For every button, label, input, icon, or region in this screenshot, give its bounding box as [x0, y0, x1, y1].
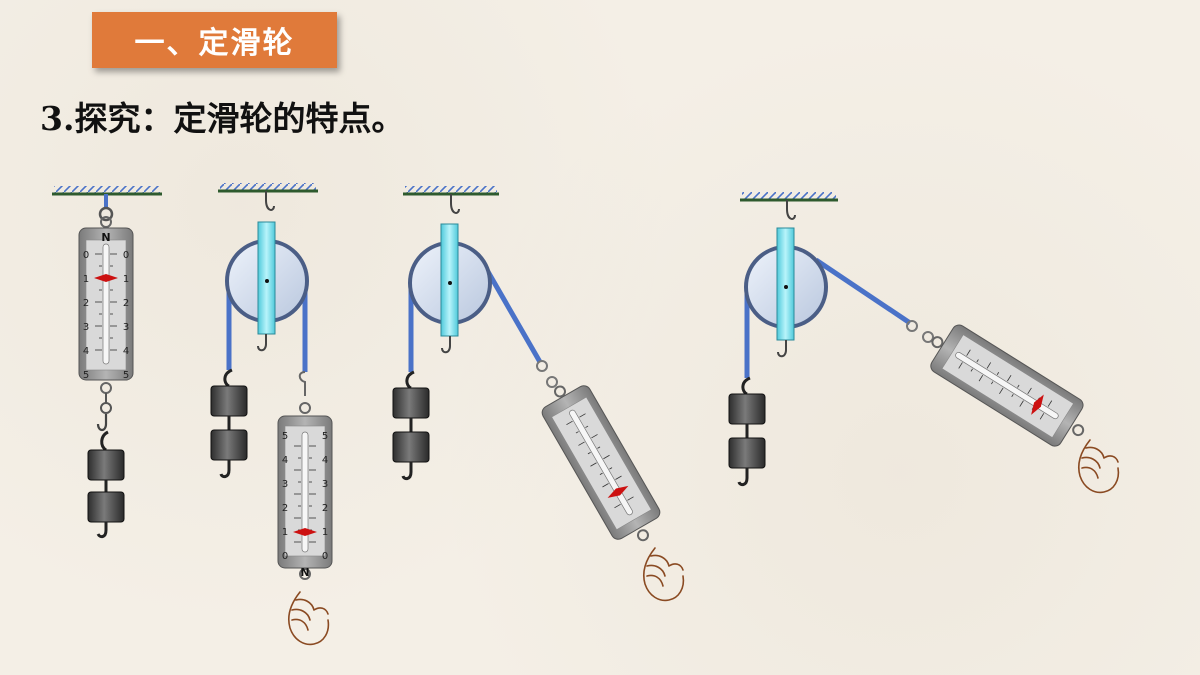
ring: [98, 206, 114, 222]
hand: [1077, 439, 1120, 494]
scale-tick-labels: 0 1 2 3 4 5 0 1 2 3 4 5: [83, 250, 129, 381]
svg-text:4: 4: [282, 455, 288, 466]
ceiling-hatch: [220, 183, 316, 191]
spring-scale: [917, 315, 1098, 457]
svg-text:1: 1: [322, 527, 328, 538]
hand: [287, 591, 330, 646]
pulley-bottom-hook: [441, 336, 451, 354]
svg-text:0: 0: [83, 250, 89, 261]
pulley-axle: [776, 227, 795, 341]
weight-2: [210, 429, 248, 461]
ceiling-hatch: [405, 186, 497, 194]
weight-1: [87, 449, 125, 481]
svg-text:0: 0: [123, 250, 129, 261]
section-banner: 一、定滑轮: [92, 12, 337, 68]
svg-text:4: 4: [123, 346, 129, 357]
svg-text:0: 0: [282, 551, 288, 562]
setup-pulley-shallow: [728, 192, 1120, 494]
setup-pulley-angled: [392, 186, 685, 602]
svg-text:4: 4: [322, 455, 328, 466]
hanger-hook: [786, 200, 796, 220]
weight-2: [392, 431, 430, 463]
svg-text:4: 4: [83, 346, 89, 357]
svg-text:5: 5: [322, 431, 328, 442]
svg-text:3: 3: [282, 479, 288, 490]
scale-pointer: [1031, 394, 1044, 415]
scale-tick-labels: 0 1 2 3 4 5 0 1 2 3 4 5: [282, 431, 328, 562]
weight-1: [728, 393, 766, 425]
scale-unit-label: N: [300, 566, 309, 579]
svg-text:1: 1: [83, 274, 89, 285]
hand: [642, 547, 685, 602]
ceiling-hatch: [54, 186, 160, 194]
weight-2: [87, 491, 125, 523]
hanger-hook: [265, 191, 275, 211]
ceiling-hatch: [742, 192, 836, 200]
svg-text:5: 5: [83, 370, 89, 381]
svg-text:2: 2: [123, 298, 129, 309]
section-title: 一、定滑轮: [134, 26, 295, 61]
hanger-hook: [450, 194, 460, 214]
svg-text:1: 1: [282, 527, 288, 538]
weight-1: [392, 387, 430, 419]
pulley-axle: [257, 221, 276, 335]
rope-pull: [484, 268, 543, 364]
pulley-bottom-hook: [257, 334, 267, 352]
svg-text:5: 5: [282, 431, 288, 442]
rope-pull: [814, 257, 912, 326]
svg-text:2: 2: [282, 503, 288, 514]
svg-text:2: 2: [322, 503, 328, 514]
scale-pointer: [607, 485, 629, 498]
spring-scale: [533, 372, 670, 555]
weight-1: [210, 385, 248, 417]
svg-text:3: 3: [123, 322, 129, 333]
setup-pulley-vertical: N 0 1 2 3 4 5 0 1 2 3 4 5: [210, 183, 333, 646]
svg-text:2: 2: [83, 298, 89, 309]
scale-unit-label: N: [101, 231, 110, 244]
svg-text:3: 3: [322, 479, 328, 490]
scale-pointer: [293, 528, 317, 536]
pulley-axle: [440, 223, 459, 337]
hook: [96, 414, 108, 432]
weight-2: [728, 437, 766, 469]
setup-direct-hang: N 0 1 2 3 4 5 0 1 2 3 4 5: [52, 186, 162, 539]
scale-pointer: [94, 274, 118, 282]
page-heading: 3.探究：定滑轮的特点。: [40, 99, 405, 138]
pulley-bottom-hook: [777, 340, 787, 358]
svg-text:3: 3: [83, 322, 89, 333]
svg-text:5: 5: [123, 370, 129, 381]
svg-text:0: 0: [322, 551, 328, 562]
svg-text:1: 1: [123, 274, 129, 285]
